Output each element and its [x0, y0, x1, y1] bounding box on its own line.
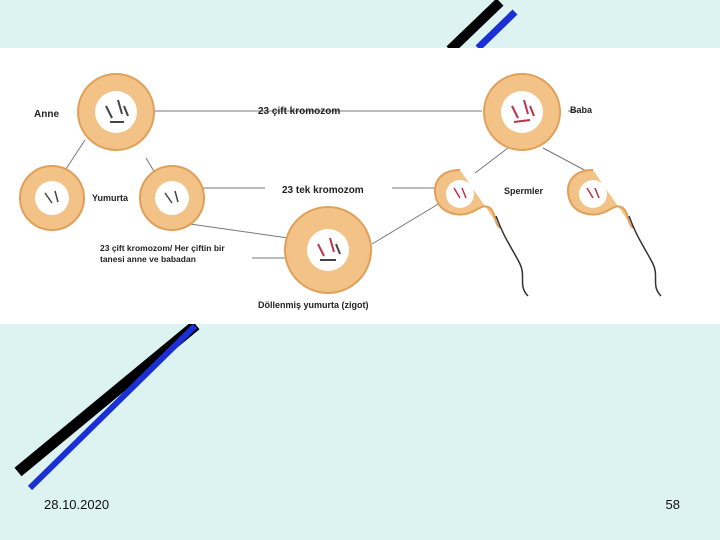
label-zigot: Döllenmiş yumurta (zigot) — [258, 300, 369, 310]
label-spermler: Spermler — [504, 186, 544, 196]
label-her-ciftin-line2: tanesi anne ve babadan — [100, 254, 196, 264]
zygote-cell — [285, 207, 371, 293]
father-cell — [484, 74, 560, 150]
label-23-cift-kromozom: 23 çift kromozom — [258, 106, 340, 117]
label-her-ciftin-line1: 23 çift kromozom/ Her çiftin bir — [100, 243, 225, 253]
label-23-tek-kromozom: 23 tek kromozom — [282, 185, 364, 196]
inheritance-diagram: Anne Baba Yumurta Spermler 23 çift kromo… — [0, 48, 720, 324]
stripe-bottom-blue — [30, 326, 195, 488]
slide-number: 58 — [640, 497, 680, 512]
egg-cell-right — [140, 166, 204, 230]
egg-cell-left — [20, 166, 84, 230]
stripe-top-black — [450, 2, 500, 50]
label-anne: Anne — [34, 109, 59, 120]
slide-date: 28.10.2020 — [44, 497, 109, 512]
label-baba: Baba — [570, 105, 593, 115]
label-yumurta: Yumurta — [92, 193, 129, 203]
mother-cell — [78, 74, 154, 150]
sperm-cell-right — [568, 170, 661, 296]
